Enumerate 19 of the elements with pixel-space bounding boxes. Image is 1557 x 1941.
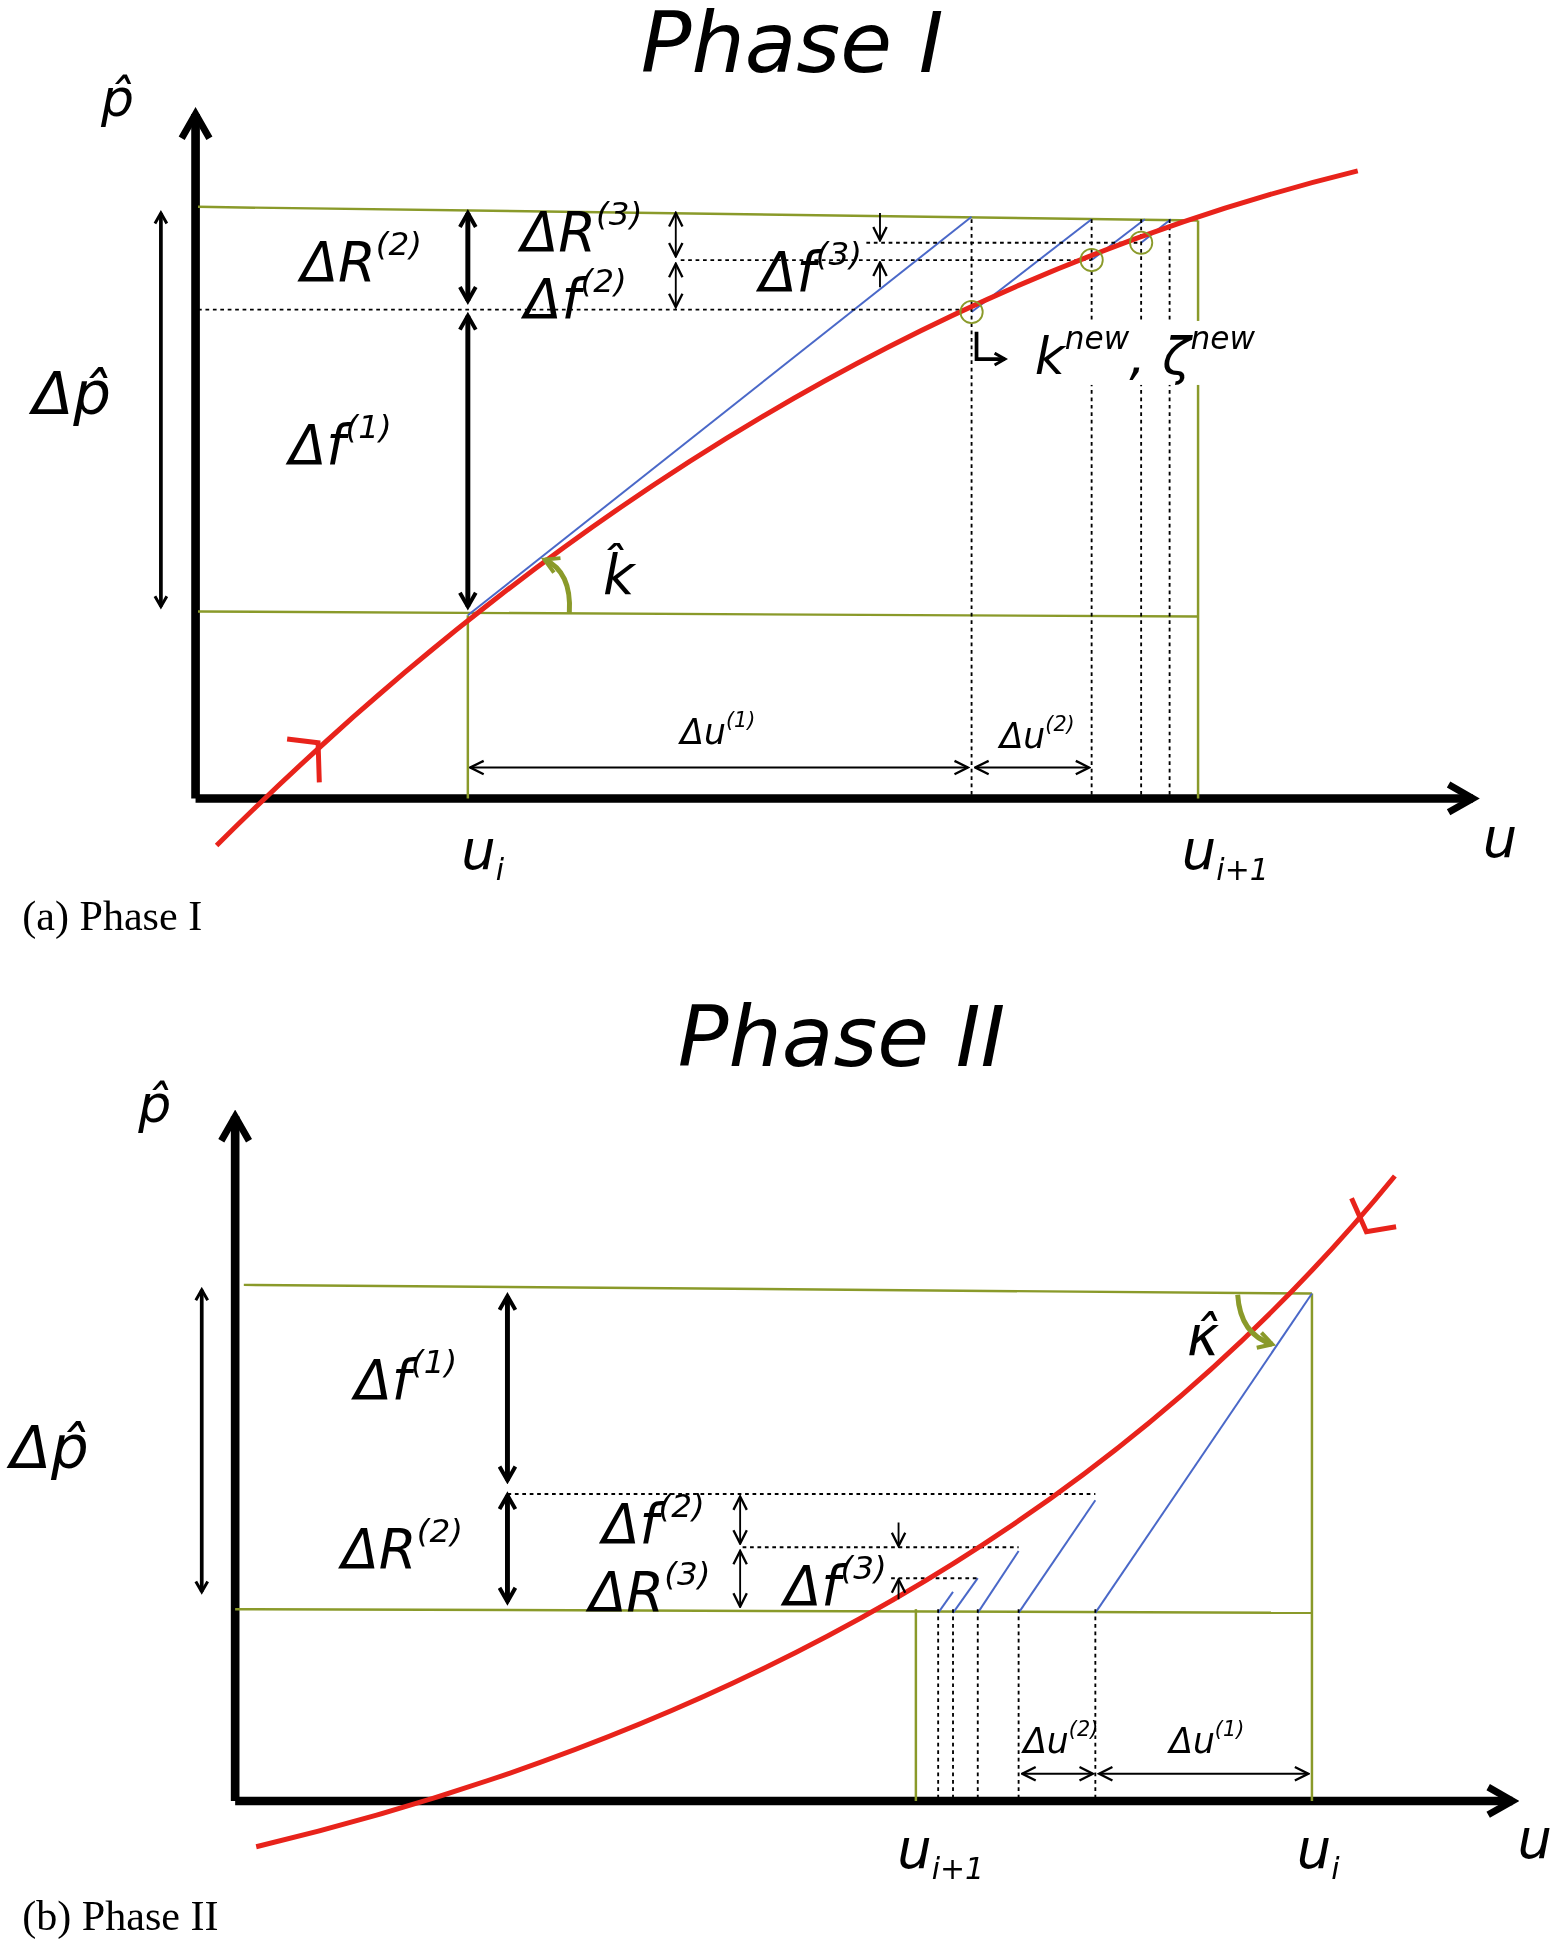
axis-tick-label: u$_{i}$ — [461, 821, 505, 887]
axis-label: u — [1482, 809, 1518, 870]
axis-tick-label: u$_{i}$ — [1296, 1820, 1340, 1886]
axis-tick-label: u$_{i+1}$ — [1181, 821, 1269, 887]
dimension-label: Δu$^{(2)}$ — [1023, 1718, 1099, 1760]
panel-title: Phase II — [677, 990, 1006, 1084]
panel-title: Phase I — [640, 0, 944, 90]
axis-label: u — [1517, 1810, 1552, 1871]
caption: (a) Phase I — [22, 892, 203, 939]
point-label: k$^{new}$, ζ$^{new}$ — [1034, 320, 1255, 385]
angle-label: κ̂ — [1186, 1306, 1220, 1367]
axis-tick-label: u$_{i+1}$ — [897, 1820, 985, 1886]
dimension-label: Δu$^{(1)}$ — [1169, 1718, 1245, 1760]
angle-label: k̂ — [603, 545, 635, 606]
dimension-label: Δu$^{(1)}$ — [680, 709, 756, 752]
axis-label: p̂ — [138, 1076, 172, 1134]
caption: (b) Phase II — [22, 1892, 219, 1940]
dimension-label: Δu$^{(2)}$ — [999, 713, 1075, 755]
axis-label: p̂ — [101, 70, 135, 128]
